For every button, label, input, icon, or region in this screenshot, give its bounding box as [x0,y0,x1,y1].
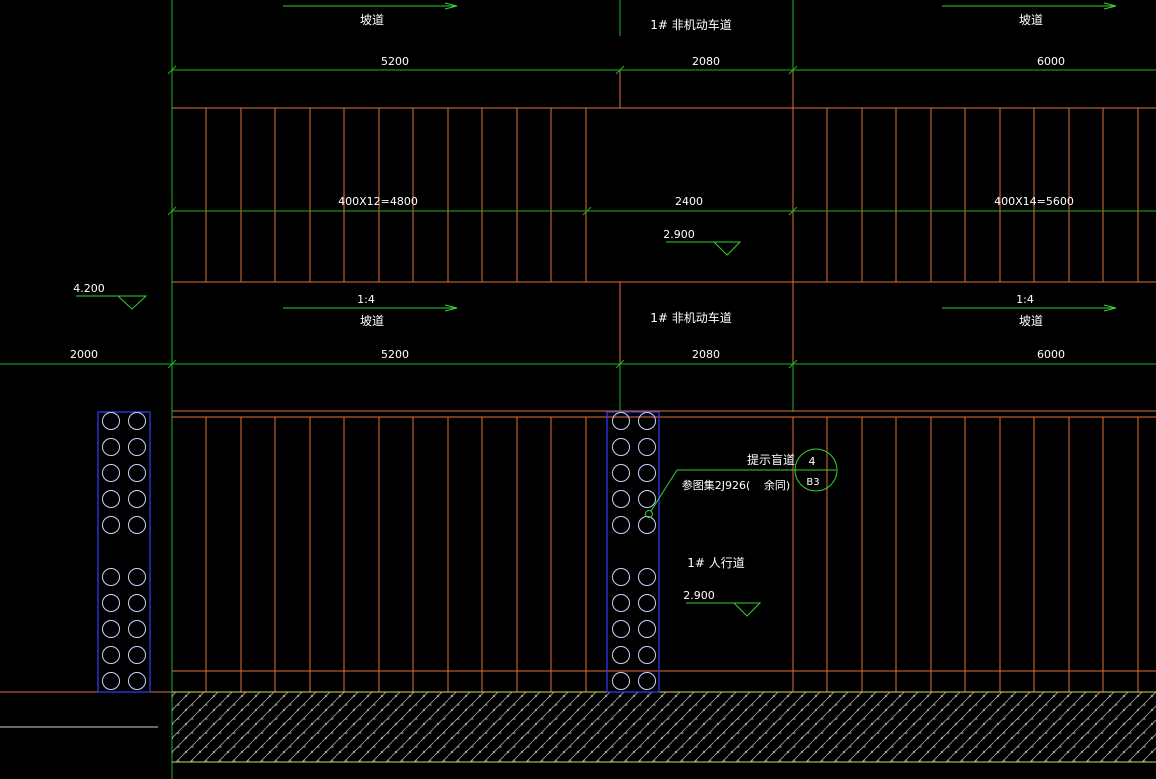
tactile-dot [102,594,120,612]
tactile-dot [638,620,656,638]
tactile-dots-mid [612,412,656,690]
tactile-dot [638,464,656,482]
tactile-dot [638,646,656,664]
tactile-dot [612,594,630,612]
tactile-dot [102,568,120,586]
tactile-dot [102,516,120,534]
ramp-slope-right: 1:4 [1016,293,1034,306]
tactile-dot [638,438,656,456]
tactile-dot [102,438,120,456]
dim-top-1: 5200 [381,55,409,68]
tactile-dot [128,464,146,482]
tactile-dot [128,568,146,586]
tactile-dot [612,672,630,690]
sidewalk-label: 1# 人行道 [687,556,745,570]
tactile-dot [128,438,146,456]
vehicle-lane-label-mid: 1# 非机动车道 [650,310,732,325]
tactile-dot [638,568,656,586]
tactile-strip-mid [606,411,660,693]
tactile-dot [612,646,630,664]
vehicle-lane-label-top: 1# 非机动车道 [650,17,732,32]
tactile-dot [102,412,120,430]
tactile-dot [128,646,146,664]
dim-band-2: 2400 [675,195,703,208]
tactile-strip-left [97,411,151,693]
ramp-slope-left: 1:4 [357,293,375,306]
tactile-dot [128,412,146,430]
sidewalk-stripes [205,417,1139,692]
dim-bottom-4: 6000 [1037,348,1065,361]
dim-bottom-3: 2080 [692,348,720,361]
ramp-arrows [283,2,1117,312]
tactile-dot [102,672,120,690]
elevation-band: 2.900 [663,228,695,241]
ramp-label-top-left: 坡道 [360,13,384,27]
dim-band-1: 400X12=4800 [338,195,418,208]
dim-band-3: 400X14=5600 [994,195,1074,208]
detail-leader [645,448,838,518]
detail-sheet: B3 [806,477,819,488]
elevation-left: 4.200 [73,282,105,295]
tactile-dot [612,412,630,430]
tactile-dot [638,490,656,508]
tactile-dot [638,412,656,430]
tactile-dot [638,516,656,534]
tactile-dot [102,490,120,508]
tactile-dot [102,646,120,664]
tactile-dot [638,594,656,612]
dim-bottom-1: 2000 [70,348,98,361]
tactile-dot [102,620,120,638]
dim-bottom-2: 5200 [381,348,409,361]
reference-note: 参图集2J926( [682,478,751,492]
band-stripes [205,108,1139,282]
tactile-dot [612,438,630,456]
tactile-dot [612,490,630,508]
tactile-dot [128,490,146,508]
tactile-dot [638,672,656,690]
dim-top-3: 6000 [1037,55,1065,68]
dim-top-2: 2080 [692,55,720,68]
tactile-dot [128,516,146,534]
ramp-label-top-right: 坡道 [1019,13,1043,27]
tactile-dot [102,464,120,482]
elevation-markers [76,241,762,617]
orange-linework [0,70,1156,693]
tactile-dot [612,464,630,482]
detail-bubble[interactable] [794,448,838,492]
detail-number: 4 [809,455,816,468]
tactile-dots-left [102,412,146,690]
tactile-dot [128,620,146,638]
tactile-note: 提示盲道 [747,452,795,467]
tactile-dot [612,620,630,638]
tactile-dot [128,672,146,690]
tactile-dot [128,594,146,612]
tactile-dot [612,568,630,586]
elevation-sidewalk: 2.900 [683,589,715,602]
ramp-label-mid-left: 坡道 [360,314,384,328]
ground-hatch [0,691,1156,763]
tactile-dot [612,516,630,534]
reference-note-tail: 余同) [764,478,790,492]
ramp-label-mid-right: 坡道 [1019,314,1043,328]
